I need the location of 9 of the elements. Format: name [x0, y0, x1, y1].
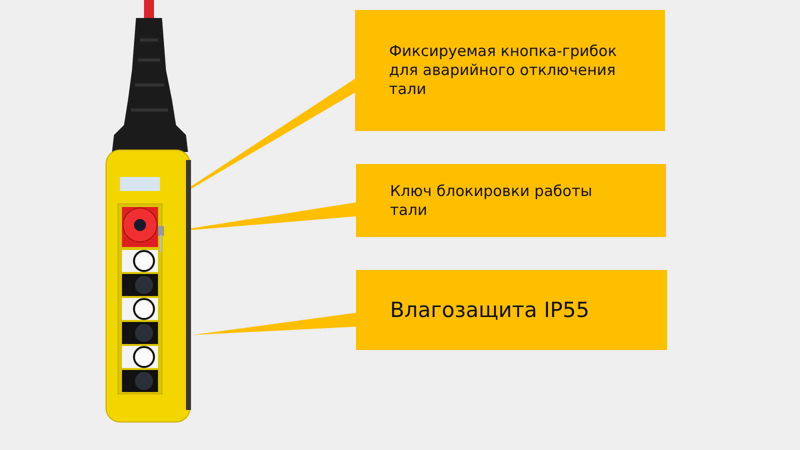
callout-text: Фиксируемая кнопка-грибок для аварийного отключения тали: [389, 42, 618, 99]
leader-line: [192, 312, 357, 335]
callout-box: [356, 164, 666, 237]
callout-box: [355, 10, 665, 131]
stop-button-drawing: [122, 207, 158, 243]
callout-text: Ключ блокировки работы тали: [390, 182, 594, 220]
callout-box: [356, 270, 667, 350]
callout-text: Влагозащита IP55: [390, 300, 590, 320]
pendant-control-drawing: [104, 150, 192, 422]
